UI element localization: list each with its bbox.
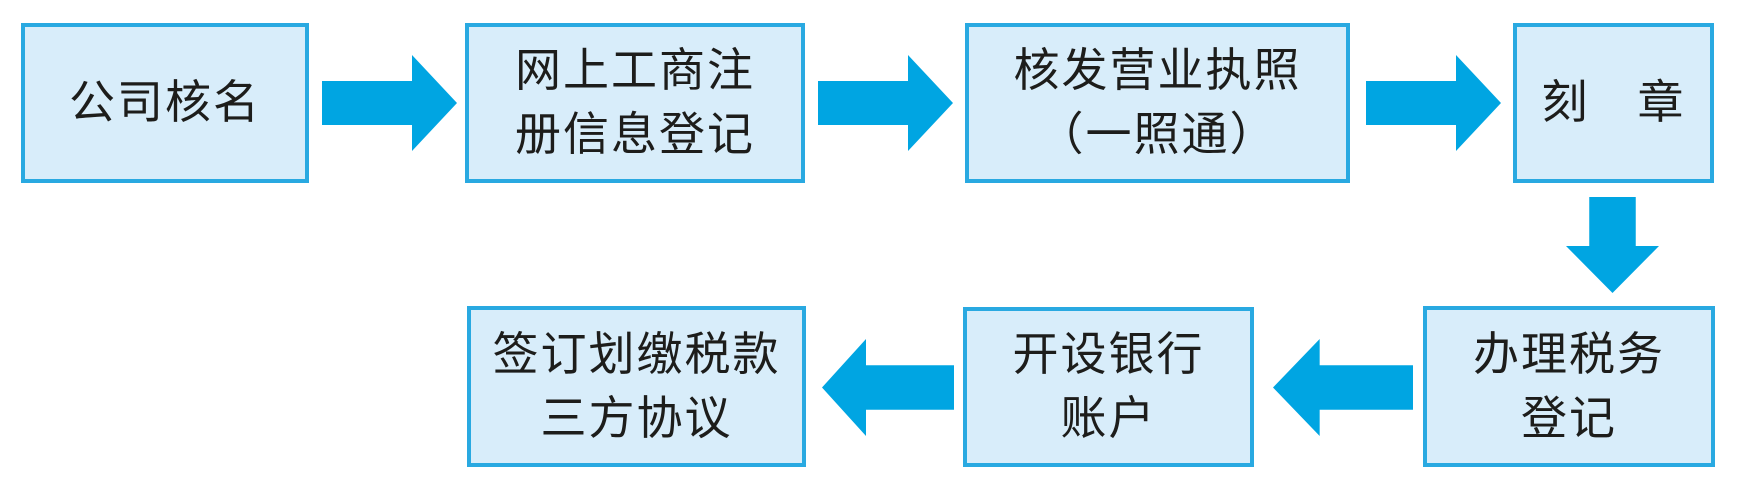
right-arrow-icon [1366, 55, 1501, 151]
step-text-line: 账户 [1060, 393, 1157, 444]
step-text-line: 三方协议 [540, 392, 733, 444]
right-arrow-icon [818, 55, 953, 151]
right-arrow-icon [322, 55, 457, 151]
flow-step-issue-license: 核发营业执照 （一照通） [965, 23, 1350, 183]
flow-step-tripartite-agreement: 签订划缴税款 三方协议 [467, 306, 806, 467]
left-arrow-icon [1273, 339, 1413, 436]
flow-step-seal-engraving: 刻 章 [1513, 23, 1714, 183]
flow-step-online-registration: 网上工商注 册信息登记 [465, 23, 805, 183]
step-text-line: 册信息登记 [515, 109, 755, 160]
step-text-line: 核发营业执照 [1013, 45, 1302, 96]
step-text-line: 开设银行 [1012, 329, 1205, 380]
step-text-line: 签订划缴税款 [492, 328, 781, 380]
step-text-line: 刻 章 [1541, 77, 1686, 128]
step-text-line: 办理税务 [1473, 328, 1665, 380]
flow-step-tax-registration: 办理税务 登记 [1423, 306, 1715, 467]
step-text-line: 公司核名 [69, 77, 261, 128]
flow-step-company-name-check: 公司核名 [21, 23, 309, 183]
flow-step-open-bank-account: 开设银行 账户 [963, 307, 1254, 467]
step-text-line: 网上工商注 [515, 45, 755, 96]
down-arrow-icon [1566, 197, 1659, 293]
step-text-line: （一照通） [1037, 109, 1278, 160]
left-arrow-icon [822, 339, 954, 436]
step-text-line: 登记 [1521, 392, 1617, 444]
